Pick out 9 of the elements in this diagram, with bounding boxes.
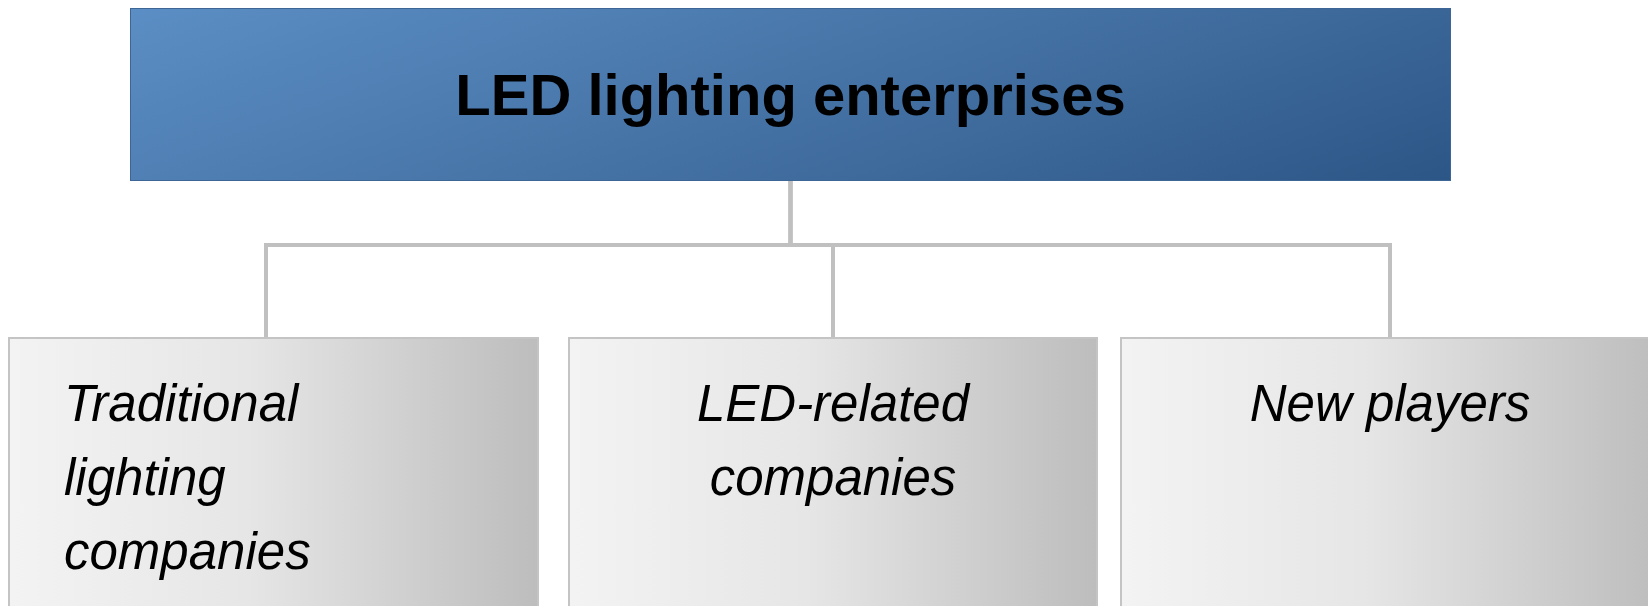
category-label: New players: [1249, 374, 1531, 434]
category-box: [8, 337, 539, 606]
category-label: LED-related companies: [695, 374, 972, 508]
category-label: Traditional lighting companies: [64, 374, 312, 582]
header-box: [130, 8, 1451, 181]
header-title: LED lighting enterprises: [455, 61, 1126, 128]
category-box: [568, 337, 1098, 606]
connector-line: [788, 181, 1392, 337]
category-box: [1120, 337, 1648, 606]
